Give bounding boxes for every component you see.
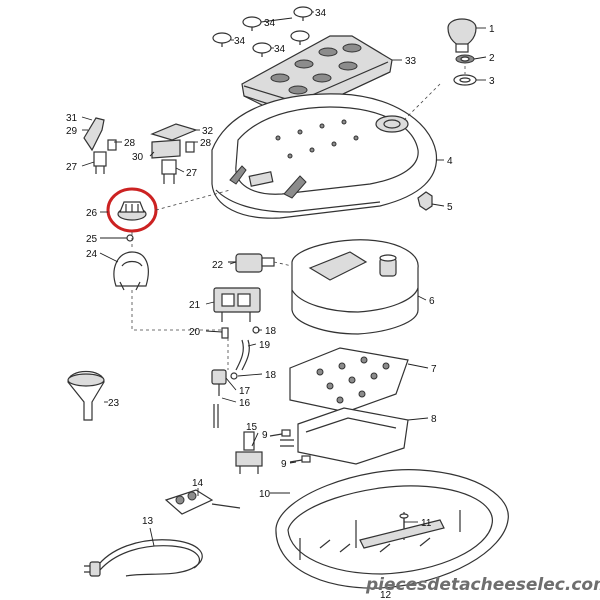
- assembly-guides: [131, 66, 466, 370]
- part-14-board: [164, 489, 241, 515]
- part-21-pump: [213, 287, 261, 322]
- label-28-left: 28: [124, 138, 136, 149]
- label-33: 33: [405, 56, 417, 67]
- part-8-heater: [280, 407, 409, 465]
- label-7: 7: [431, 364, 437, 375]
- label-28-right: 28: [200, 138, 212, 149]
- label-17: 17: [239, 386, 251, 397]
- part-22-valve: [228, 253, 275, 273]
- label-1: 1: [489, 24, 495, 35]
- label-31: 31: [66, 113, 78, 124]
- label-18-lower: 18: [265, 370, 277, 381]
- label-14: 14: [192, 478, 204, 489]
- label-27-right: 27: [186, 168, 198, 179]
- part-4-upper-housing: [211, 93, 438, 219]
- label-34-d: 34: [274, 44, 286, 55]
- part-26-knob: [117, 201, 147, 221]
- label-12: 12: [380, 590, 392, 600]
- part-33-top-cover: [241, 35, 393, 115]
- part-34-knobs: [212, 6, 313, 57]
- label-24: 24: [86, 249, 98, 260]
- part-labels: 1 2 3 4 5 6 7 8 9 9 10 11 12 13 14 15 16…: [66, 8, 495, 600]
- leader-lines: [81, 11, 487, 547]
- part-2-seal: [455, 54, 475, 64]
- part-5-clip: [417, 191, 433, 211]
- label-4: 4: [447, 156, 453, 167]
- label-8: 8: [431, 414, 437, 425]
- label-19: 19: [259, 340, 271, 351]
- parts-18-20-hose: [221, 326, 260, 380]
- label-32: 32: [202, 126, 214, 137]
- watermark-text: piecesdetacheeselec.com: [365, 575, 600, 595]
- label-11: 11: [421, 518, 432, 529]
- label-18-upper: 18: [265, 326, 277, 337]
- part-6-tank: [291, 239, 419, 335]
- label-9-upper: 9: [262, 430, 268, 441]
- part-23-funnel: [67, 370, 105, 421]
- label-6: 6: [429, 296, 435, 307]
- part-7-plate: [289, 347, 409, 413]
- label-23: 23: [108, 398, 120, 409]
- label-3: 3: [489, 76, 495, 87]
- label-34-c: 34: [234, 36, 246, 47]
- label-16: 16: [239, 398, 251, 409]
- label-9-lower: 9: [281, 459, 287, 470]
- label-26: 26: [86, 208, 98, 219]
- parts-16-17-valve: [211, 369, 227, 428]
- label-22: 22: [212, 260, 224, 271]
- label-34-b: 34: [315, 8, 327, 19]
- part-13-power-cord: [84, 539, 203, 577]
- label-29: 29: [66, 126, 78, 137]
- label-27-left: 27: [66, 162, 78, 173]
- label-10: 10: [259, 489, 271, 500]
- label-34-a: 34: [264, 18, 276, 29]
- label-30: 30: [132, 152, 144, 163]
- label-15: 15: [246, 422, 258, 433]
- part-3-washer: [453, 74, 477, 86]
- label-20: 20: [189, 327, 201, 338]
- label-5: 5: [447, 202, 453, 213]
- part-24-knob-housing: [113, 251, 149, 291]
- label-21: 21: [189, 300, 201, 311]
- part-10-base: [275, 469, 509, 589]
- parts-27-32-switches: [83, 117, 198, 184]
- part-15-switch: [235, 431, 263, 474]
- part-1-cap: [447, 18, 477, 53]
- label-25: 25: [86, 234, 98, 245]
- label-2: 2: [489, 53, 495, 64]
- part-9-pins: [269, 429, 311, 463]
- label-13: 13: [142, 516, 154, 527]
